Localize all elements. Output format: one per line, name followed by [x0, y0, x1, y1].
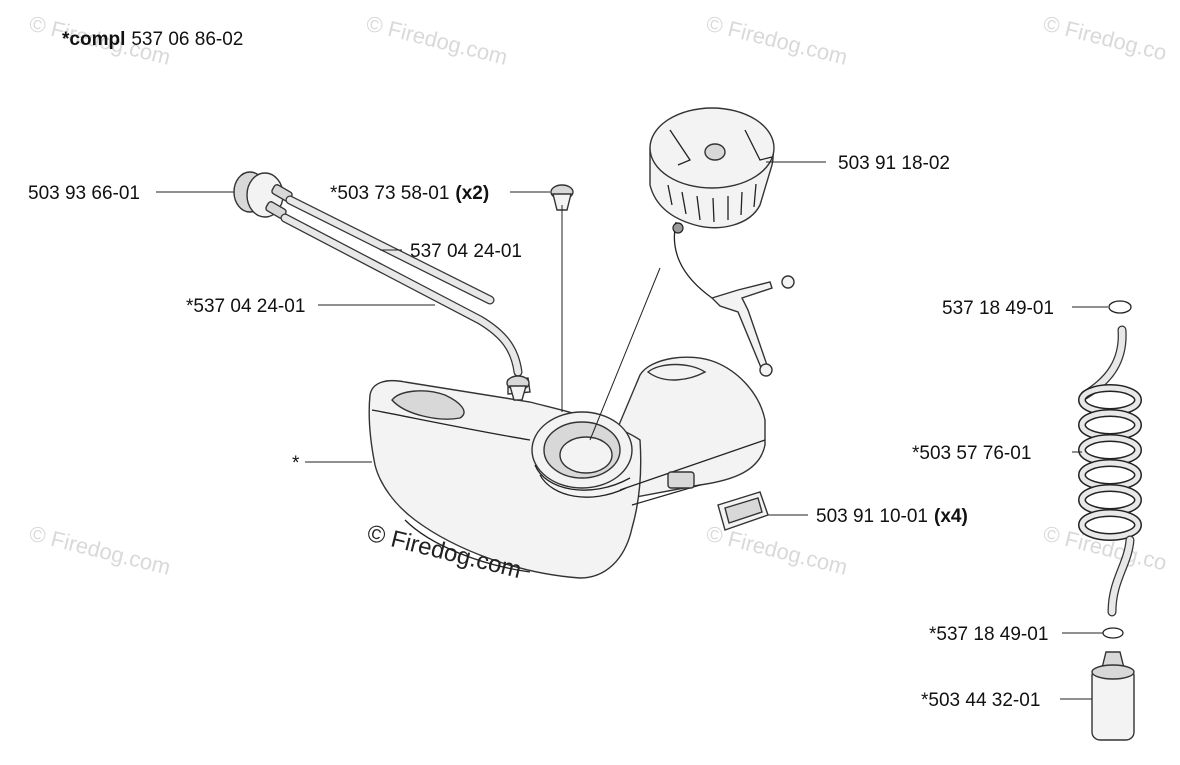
fuel-hose-b [280, 213, 523, 377]
label-coil-hose: *503 57 76-01 [912, 443, 1031, 464]
watermark-text: © Firedog.co [1041, 521, 1170, 576]
watermark-text: © Firedog.com [364, 11, 510, 70]
label-oring-bottom: *537 18 49-01 [929, 624, 1048, 645]
cap-strap [672, 221, 795, 377]
label-tank: * [292, 453, 300, 474]
watermark-text: © Firedog.com [27, 521, 173, 580]
fuel-tank [368, 356, 766, 579]
compl-label: *compl 537 06 86-02 [62, 29, 243, 50]
label-primer-bulb: 503 93 66-01 [28, 183, 140, 204]
watermark-text: © Firedog.co [1041, 11, 1170, 66]
compl-prefix: *compl [62, 29, 125, 50]
label-fuel-hose-a: 537 04 24-01 [410, 241, 522, 262]
label-fuel-filter: *503 44 32-01 [921, 690, 1040, 711]
grommet-tank [506, 375, 530, 401]
watermark-text: © Firedog.com [704, 11, 850, 70]
label-oring-top: 537 18 49-01 [942, 298, 1054, 319]
compl-number: 537 06 86-02 [131, 29, 243, 50]
label-damper: 503 91 10-01(x4) [816, 506, 968, 527]
damper [717, 491, 769, 531]
label-fuel-hose-b: *537 04 24-01 [186, 296, 305, 317]
part-labels: 503 93 66-01 *503 73 58-01(x2) 537 04 24… [28, 153, 1054, 711]
coil-hose [1078, 325, 1142, 617]
fuel-cap [649, 107, 775, 229]
fuel-filter [1091, 651, 1135, 741]
leader-lines [156, 161, 1108, 700]
oring-top [1108, 300, 1132, 314]
oring-bottom [1102, 627, 1124, 639]
grommet-top [550, 184, 574, 211]
label-grommet: *503 73 58-01(x2) [330, 183, 489, 204]
primer-bulb [233, 171, 293, 219]
label-fuel-cap: 503 91 18-02 [838, 153, 950, 174]
